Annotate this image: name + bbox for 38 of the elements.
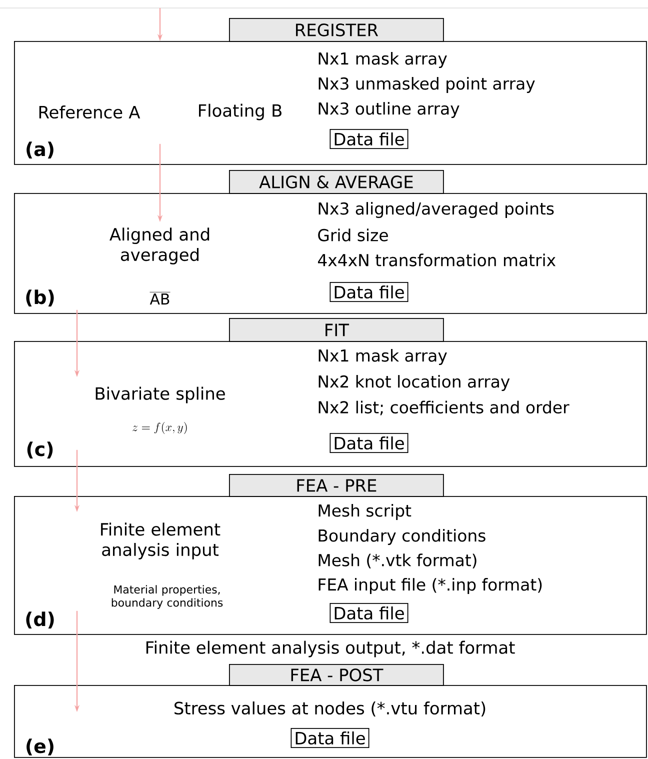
data-file-box: Data file: [330, 433, 408, 453]
list-item: Nx3 aligned/averaged points: [318, 202, 554, 218]
stage-tab: FIT: [229, 318, 444, 342]
list-item: Boundary conditions: [318, 529, 486, 545]
stage-tab: FEA - POST: [229, 664, 444, 686]
data-file-box: Data file: [330, 603, 408, 623]
caption-text: Aligned and averaged: [110, 228, 210, 264]
list-item: Nx2 list; coefficients and order: [318, 400, 570, 416]
panel-letter: (c): [27, 442, 53, 458]
stage-tab: REGISTER: [229, 18, 444, 42]
list-item: Nx3 unmasked point array: [318, 77, 535, 93]
note-text: Finite element analysis output, *.dat format: [146, 640, 515, 658]
note-text: Material properties, boundary conditions: [112, 585, 223, 609]
list-item: Nx3 outline array: [318, 102, 460, 118]
caption-text: Finite element analysis input: [101, 522, 220, 560]
list-item: Grid size: [318, 228, 388, 242]
caption-text: Floating B: [199, 104, 282, 120]
data-file-box: Data file: [330, 129, 408, 149]
formula: $z = f(x, y)$: [132, 422, 187, 434]
caption-text: Bivariate spline: [96, 386, 225, 404]
panel-letter: (e): [26, 738, 54, 756]
list-item: Nx1 mask array: [318, 349, 447, 365]
caption-text: Reference A: [39, 105, 140, 119]
panel-letter: (a): [26, 142, 54, 158]
list-item: Nx2 knot location array: [318, 375, 510, 391]
list-item: Mesh (*.vtk format): [318, 554, 476, 568]
stage-tab: ALIGN & AVERAGE: [229, 170, 444, 194]
overline-label: AB: [150, 292, 170, 304]
list-item: 4x4xN transformation matrix: [318, 254, 556, 266]
panel-letter: (d): [26, 612, 54, 628]
stage-tab: FEA - PRE: [229, 474, 444, 497]
list-item: Nx1 mask array: [318, 52, 447, 68]
caption-text: Stress values at nodes (*.vtu format): [174, 701, 486, 717]
list-item: Mesh script: [318, 504, 412, 520]
data-file-box: Data file: [290, 728, 370, 748]
panel-letter: (b): [26, 290, 54, 306]
data-file-box: Data file: [330, 282, 408, 302]
list-item: FEA input file (*.inp format): [318, 578, 542, 594]
